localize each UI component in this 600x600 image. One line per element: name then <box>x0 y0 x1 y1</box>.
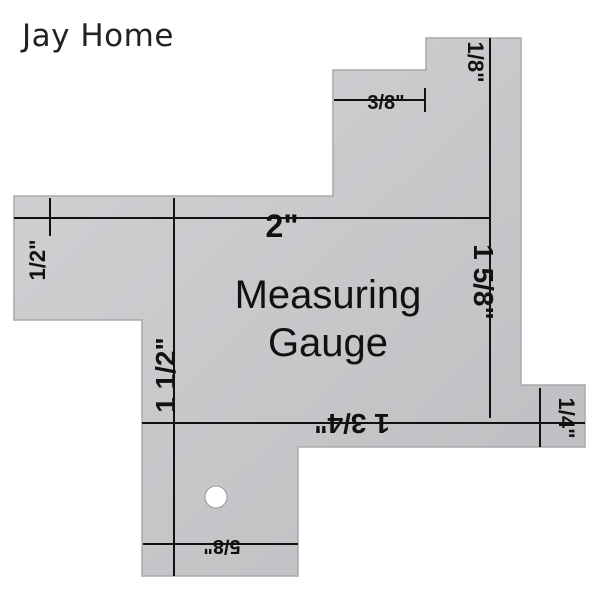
gauge-title-line-1: Measuring <box>235 273 422 317</box>
label-1-and-half: 1 1/2" <box>150 337 181 413</box>
label-1-3-quarters: 1 3/4" <box>314 408 390 439</box>
label-5-eighths: 5/8" <box>203 535 240 557</box>
label-1-half-left: 1/2" <box>25 239 50 280</box>
brand-logo-text: Jay Home <box>22 18 174 54</box>
gauge-title-line-2: Gauge <box>268 321 388 365</box>
measurement-lines <box>14 38 585 576</box>
hanging-hole <box>204 485 228 509</box>
label-1-5-eighths: 1 5/8" <box>468 244 499 320</box>
label-1-eighth: 1/8" <box>463 41 488 82</box>
label-2-inch: 2" <box>266 208 299 244</box>
label-3-eighths: 3/8" <box>367 92 404 114</box>
label-1-quarter: 1/4" <box>554 397 579 438</box>
ruler-body <box>13 37 586 577</box>
